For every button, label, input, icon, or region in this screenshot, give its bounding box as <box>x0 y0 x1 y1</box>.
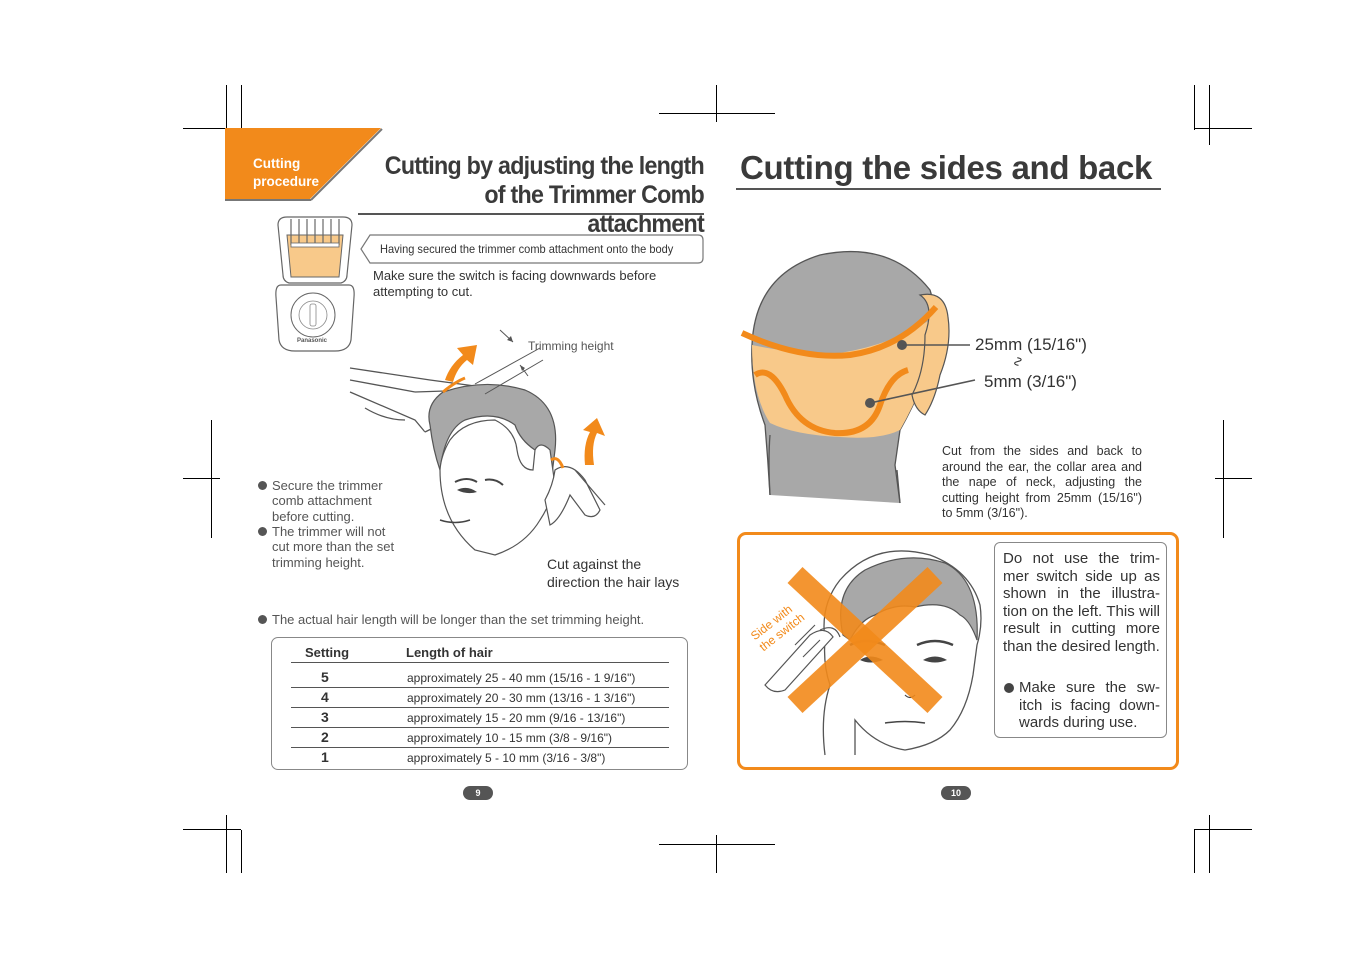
crop-mark <box>1194 830 1195 873</box>
crop-mark <box>241 830 242 873</box>
crop-mark <box>1194 85 1195 130</box>
crop-mark <box>659 113 775 114</box>
banner-text: Having secured the trimmer comb attachme… <box>380 242 674 256</box>
bullet-secure: Secure the trimmer comb attachment befor… <box>258 478 383 524</box>
warning-text: Do not use the trim-mer switch side up a… <box>1003 550 1160 655</box>
crop-mark <box>211 420 212 538</box>
table-divider <box>291 727 669 728</box>
bullet-dot <box>258 527 267 536</box>
crop-mark <box>241 85 242 145</box>
warning-box <box>737 532 1179 770</box>
back-of-head-illustration <box>740 250 976 504</box>
crop-mark <box>183 829 241 830</box>
crop-mark <box>226 815 227 873</box>
bullet-dot <box>258 615 267 624</box>
crop-mark <box>183 128 241 129</box>
intro-text: Make sure the switch is facing downwards… <box>373 268 657 299</box>
bullet-dot <box>1004 683 1014 693</box>
crop-mark <box>716 85 717 122</box>
length-note: The actual hair length will be longer th… <box>258 612 644 627</box>
warning-note-box <box>994 542 1167 738</box>
crop-mark <box>226 85 227 130</box>
height-label-top: 25mm (15/16") <box>975 335 1087 354</box>
bullet-dot <box>258 481 267 490</box>
warning-bullet: Make sure the sw-itch is facing down-war… <box>1003 679 1160 732</box>
trimmer-brand-logo: Panasonic <box>297 338 328 344</box>
setting-header: Setting <box>305 645 350 660</box>
range-tilde: ∿ <box>1010 355 1027 368</box>
table-divider <box>291 747 669 748</box>
section-tab-label: Cutting procedure <box>253 156 320 189</box>
page-title: Cutting by adjusting the length of the T… <box>384 152 705 238</box>
cutting-illustration <box>349 329 606 556</box>
crop-mark <box>716 835 717 873</box>
crop-mark <box>1209 85 1210 145</box>
sides-back-description: Cut from the sides and back to around th… <box>942 444 1142 520</box>
table-divider <box>291 662 669 663</box>
section-tab-shape <box>225 128 383 201</box>
page-number: 9 <box>463 786 493 800</box>
crop-mark <box>183 478 220 479</box>
crop-mark <box>1209 815 1210 873</box>
page-title-right: Cutting the sides and back <box>740 149 1153 186</box>
crop-mark <box>1215 478 1252 479</box>
crop-mark <box>1194 829 1252 830</box>
bullet-limit: The trimmer will not cut more than the s… <box>258 524 394 570</box>
table-divider <box>291 687 669 688</box>
cut-against-text: Cut against the direction the hair lays <box>547 556 680 590</box>
settings-table <box>271 637 688 770</box>
crop-mark <box>659 844 775 845</box>
height-label-bottom: 5mm (3/16") <box>984 372 1077 391</box>
crop-mark <box>1194 128 1252 129</box>
page-number-right: 10 <box>941 786 971 800</box>
title-underline <box>358 213 704 215</box>
trimming-height-label: Trimming height <box>528 339 614 353</box>
length-header: Length of hair <box>406 645 493 660</box>
trimmer-comb-illustration <box>275 216 355 352</box>
title-underline <box>736 188 1161 190</box>
crop-mark <box>1223 420 1224 538</box>
wrong-usage-illustration <box>764 550 982 756</box>
banner-shape <box>360 234 704 264</box>
table-divider <box>291 707 669 708</box>
